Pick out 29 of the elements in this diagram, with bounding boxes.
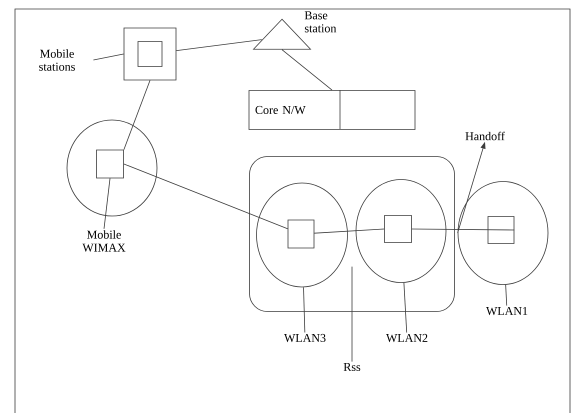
text-label: Rss (344, 363, 360, 371)
text-label: Handoff (465, 132, 505, 140)
leader-line (303, 286, 306, 333)
core-network-box: Core N/W (248, 90, 416, 130)
text-label: Mobile stations (39, 49, 75, 71)
coverage-ellipse (356, 179, 446, 283)
connector-line (412, 228, 515, 230)
coverage-ellipse (256, 182, 348, 288)
text-label: WLAN3 (284, 334, 326, 342)
text-label: Mobile WIMAX (82, 230, 126, 252)
station-square (384, 215, 412, 243)
leader-line (404, 282, 408, 333)
group-box (249, 156, 455, 312)
connector-line (124, 164, 288, 230)
station-square (488, 216, 514, 244)
leader-line (505, 284, 508, 306)
station-square (288, 220, 314, 248)
coverage-ellipse (458, 181, 548, 285)
connector-line (176, 39, 262, 51)
node-label: Base station (304, 11, 336, 32)
connector-line (124, 80, 150, 150)
station-square (96, 150, 124, 178)
mobile-station-box (124, 28, 176, 80)
leader-line (93, 54, 124, 60)
connector-line (282, 49, 332, 90)
connector-line (314, 228, 384, 234)
text-label: WLAN2 (386, 334, 428, 342)
coverage-ellipse (66, 120, 158, 216)
text-label: WLAN1 (486, 306, 528, 316)
